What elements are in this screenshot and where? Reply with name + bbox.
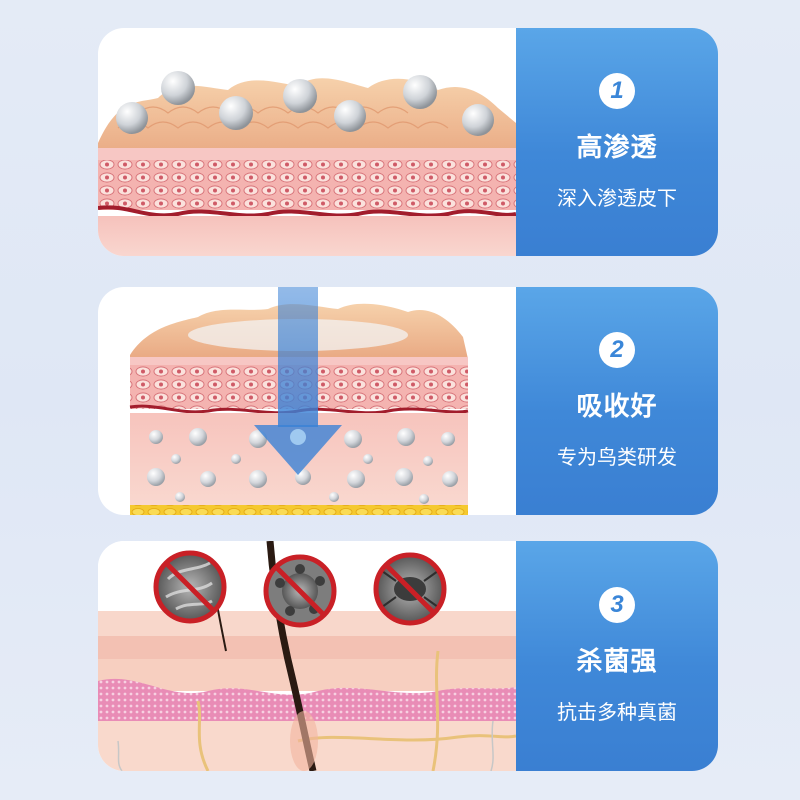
- feature-image-1: [98, 28, 516, 256]
- feature-image-3: [98, 541, 516, 771]
- skin-penetration-illustration: [98, 71, 516, 256]
- feature-subtitle: 深入渗透皮下: [557, 186, 677, 210]
- feature-subtitle: 抗击多种真菌: [557, 700, 677, 724]
- feature-card-1: 1 高渗透 深入渗透皮下: [98, 28, 718, 256]
- step-number-badge: 3: [599, 587, 635, 623]
- no-virus-icon: [263, 554, 337, 628]
- skin-absorption-illustration: [129, 287, 469, 515]
- antifungal-skin-illustration: [98, 541, 516, 771]
- feature-card-2: 2 吸收好 专为鸟类研发: [98, 287, 718, 515]
- feature-panel-3: 3 杀菌强 抗击多种真菌: [516, 541, 718, 771]
- feature-card-3: 3 杀菌强 抗击多种真菌: [98, 541, 718, 771]
- feature-title: 吸收好: [576, 392, 658, 422]
- no-bacteria-icon: [153, 550, 227, 624]
- no-mite-icon: [373, 552, 447, 626]
- feature-panel-2: 2 吸收好 专为鸟类研发: [516, 287, 718, 515]
- feature-image-2: [98, 287, 516, 515]
- feature-subtitle: 专为鸟类研发: [557, 445, 677, 469]
- step-number-badge: 2: [599, 332, 635, 368]
- feature-panel-1: 1 高渗透 深入渗透皮下: [516, 28, 718, 256]
- feature-title: 杀菌强: [576, 647, 658, 677]
- down-arrow-icon: [254, 287, 342, 475]
- feature-title: 高渗透: [576, 133, 658, 163]
- step-number-badge: 1: [599, 73, 635, 109]
